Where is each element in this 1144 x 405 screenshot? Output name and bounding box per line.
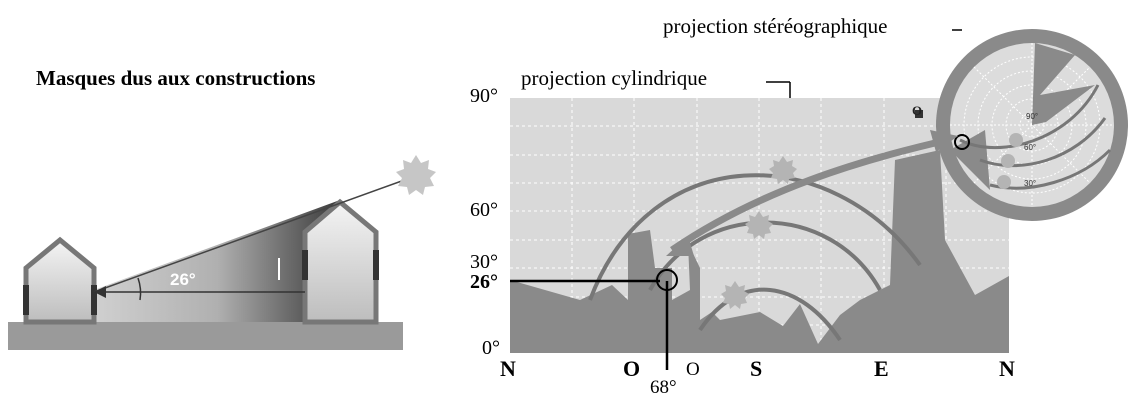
stereographic-chart: 90° 60° 30° [936, 29, 1128, 221]
azimuth-o-small: O [686, 359, 700, 380]
ring-label-60: 60° [1024, 143, 1036, 152]
y-tick-30: 30° [470, 251, 498, 273]
small-house [23, 236, 97, 325]
summer-path [588, 173, 922, 301]
azimuth-e: E [874, 356, 889, 381]
marked-azimuth-label: 68° [650, 377, 677, 398]
small-house-window-right [91, 285, 97, 315]
corner-letter: O [912, 103, 923, 118]
azimuth-o: O [623, 356, 641, 381]
building-mask-illustration: 26° [8, 155, 436, 350]
projection-arrows [666, 130, 958, 256]
arrow-to-stereo [670, 136, 949, 253]
angle-arc [137, 277, 142, 301]
tall-house [302, 198, 379, 325]
ring-label-30: 30° [1024, 179, 1036, 188]
ground [8, 322, 403, 350]
y-tick-60: 60° [470, 199, 498, 221]
tall-house-window-right [373, 250, 379, 280]
sun-marker-3 [721, 281, 749, 309]
y-tick-90: 90° [470, 85, 498, 107]
stereo-mask [1032, 43, 1095, 125]
tall-house-window-left [302, 250, 308, 280]
cylindrical-title: projection cylindrique [521, 66, 708, 90]
arrow-to-stereo-head [930, 130, 958, 152]
azimuth-n-left: N [500, 356, 516, 381]
sun-ray [93, 177, 411, 293]
sun-marker-1 [769, 156, 797, 184]
arrow-head [94, 286, 106, 298]
winter-path [698, 287, 842, 342]
stereo-obstacle-circle [954, 134, 970, 150]
obstacle-point-circle [656, 269, 678, 291]
arrow-to-cyl-head [666, 236, 694, 256]
stereo-sun-1 [1009, 133, 1023, 147]
cylindrical-chart [510, 81, 1009, 370]
stereo-sun-2 [1001, 154, 1015, 168]
azimuth-n-right: N [999, 356, 1015, 381]
sun-marker-2 [745, 211, 773, 239]
horizon-mask [510, 150, 1009, 353]
marked-altitude-label: 26° [470, 271, 498, 293]
corner-marker [915, 110, 923, 118]
y-tick-0: 0° [482, 337, 500, 359]
angle-label: 26° [170, 270, 196, 289]
ring-label-90: 90° [1026, 112, 1038, 121]
azimuth-s: S [750, 356, 763, 381]
sun-icon [396, 155, 436, 195]
stereographic-title: projection stéréographique [663, 14, 888, 38]
left-title: Masques dus aux constructions [36, 66, 316, 90]
small-house-window-left [23, 285, 29, 315]
stereo-sun-3 [997, 175, 1011, 189]
